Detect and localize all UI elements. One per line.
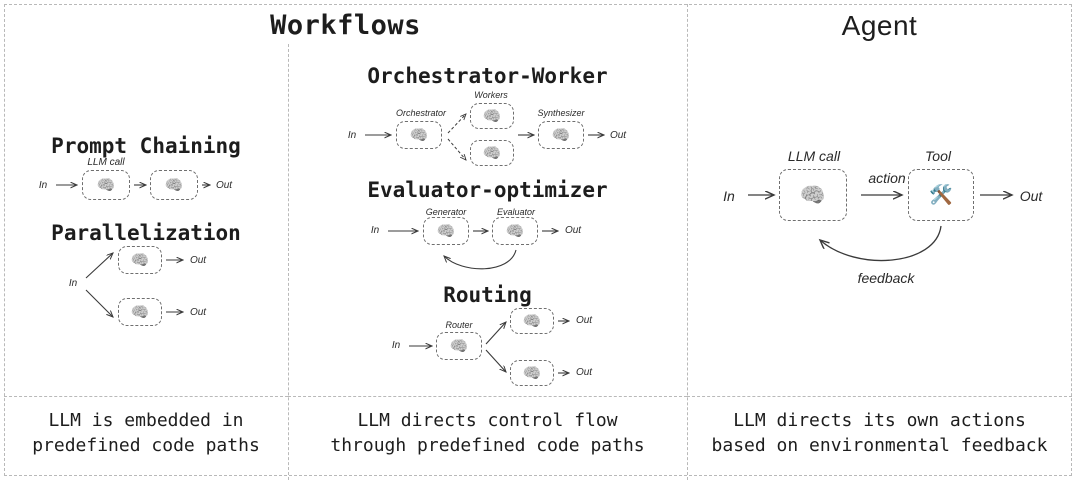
label-in-orchestrator: In bbox=[347, 130, 357, 141]
brain-icon: 🧠 bbox=[551, 125, 571, 144]
label-in-routing: In bbox=[391, 340, 401, 351]
node-orchestrator[interactable]: 🧠 bbox=[396, 121, 442, 149]
brain-icon: 🧠 bbox=[130, 250, 150, 269]
brain-icon: 🧠 bbox=[505, 221, 525, 240]
brain-icon: 🧠 bbox=[409, 125, 429, 144]
node-worker-2[interactable]: 🧠 bbox=[470, 140, 514, 166]
workflows-panel-title: Workflows bbox=[270, 10, 421, 41]
tool-icon: 🛠️ bbox=[929, 183, 953, 206]
caption-agent: LLM directs its own actions based on env… bbox=[711, 410, 1048, 456]
caption-workflows-left: LLM is embedded in predefined code paths bbox=[32, 410, 260, 456]
brain-icon: 🧠 bbox=[482, 106, 502, 125]
node-route-target-1[interactable]: 🧠 bbox=[510, 308, 554, 334]
brain-icon: 🧠 bbox=[130, 302, 150, 321]
brain-icon: 🧠 bbox=[482, 143, 502, 162]
caption-workflows-right: LLM directs control flow through predefi… bbox=[330, 410, 645, 456]
label-in-agent: In bbox=[723, 188, 735, 204]
node-evaluator[interactable]: 🧠 bbox=[492, 217, 538, 245]
node-router[interactable]: 🧠 bbox=[436, 332, 482, 360]
section-title-evaluator-optimizer: Evaluator-optimizer bbox=[367, 178, 608, 202]
node-parallel-llm-1[interactable]: 🧠 bbox=[118, 246, 162, 274]
divider-workflows-agent bbox=[687, 4, 688, 480]
brain-icon: 🧠 bbox=[449, 336, 469, 355]
section-title-orchestrator-worker: Orchestrator-Worker bbox=[367, 64, 608, 88]
label-workers: Workers bbox=[474, 90, 508, 100]
node-llm-call-2[interactable]: 🧠 bbox=[150, 170, 198, 200]
label-out-prompt-chaining: Out bbox=[215, 180, 233, 191]
label-agent-tool: Tool bbox=[925, 148, 951, 164]
label-orchestrator: Orchestrator bbox=[395, 108, 446, 118]
node-worker-1[interactable]: 🧠 bbox=[470, 103, 514, 129]
brain-icon: 🧠 bbox=[522, 363, 542, 382]
label-agent-feedback: feedback bbox=[857, 270, 915, 286]
divider-caption-right bbox=[687, 396, 1072, 397]
label-out-routing-2: Out bbox=[575, 367, 593, 378]
label-in-prompt-chaining: In bbox=[38, 180, 48, 191]
label-out-orchestrator: Out bbox=[609, 130, 627, 141]
section-title-prompt-chaining: Prompt Chaining bbox=[51, 134, 241, 158]
label-generator: Generator bbox=[425, 207, 467, 217]
section-title-routing: Routing bbox=[443, 283, 532, 307]
label-out-parallel-1: Out bbox=[189, 255, 207, 266]
agent-panel-title: Agent bbox=[841, 10, 918, 41]
node-route-target-2[interactable]: 🧠 bbox=[510, 360, 554, 386]
label-out-routing-1: Out bbox=[575, 315, 593, 326]
label-out-agent: Out bbox=[1019, 188, 1043, 204]
brain-icon: 🧠 bbox=[436, 221, 456, 240]
label-evaluator: Evaluator bbox=[496, 207, 536, 217]
brain-icon: 🧠 bbox=[164, 175, 184, 194]
brain-icon: 🧠 bbox=[96, 175, 116, 194]
label-in-evaluator: In bbox=[370, 225, 380, 236]
node-llm-call-1[interactable]: 🧠 bbox=[82, 170, 130, 200]
divider-caption-left bbox=[4, 396, 288, 397]
node-agent-tool[interactable]: 🛠️ bbox=[908, 169, 974, 221]
label-out-evaluator: Out bbox=[564, 225, 582, 236]
label-llm-call: LLM call bbox=[87, 157, 125, 168]
divider-caption-mid bbox=[288, 396, 687, 397]
brain-icon: 🧠 bbox=[799, 182, 827, 207]
label-router: Router bbox=[445, 320, 473, 330]
node-generator[interactable]: 🧠 bbox=[423, 217, 469, 245]
brain-icon: 🧠 bbox=[522, 311, 542, 330]
node-parallel-llm-2[interactable]: 🧠 bbox=[118, 298, 162, 326]
label-agent-action: action bbox=[868, 170, 906, 186]
label-synthesizer: Synthesizer bbox=[537, 108, 585, 118]
node-synthesizer[interactable]: 🧠 bbox=[538, 121, 584, 149]
label-agent-llm-call: LLM call bbox=[787, 148, 841, 164]
diagram-frame bbox=[4, 4, 1072, 476]
node-agent-llm-call[interactable]: 🧠 bbox=[779, 169, 847, 221]
section-title-parallelization: Parallelization bbox=[51, 221, 241, 245]
label-in-parallelization: In bbox=[68, 278, 78, 289]
divider-workflows-columns bbox=[288, 44, 289, 480]
label-out-parallel-2: Out bbox=[189, 307, 207, 318]
